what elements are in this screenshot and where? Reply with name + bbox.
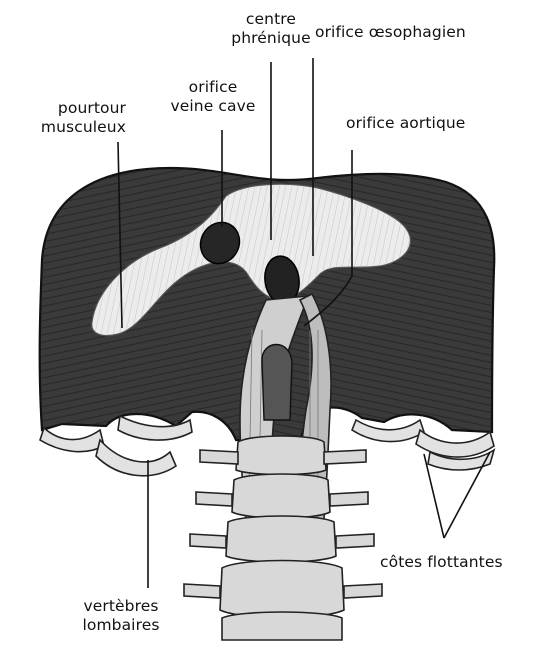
lumbar-vertebrae bbox=[184, 436, 382, 640]
label-orifice-oesophagien-text: orifice œsophagien bbox=[315, 23, 466, 42]
label-orifice-aortique: orifice aortique bbox=[346, 114, 465, 133]
label-orifice-veine-cave: orifice veine cave bbox=[153, 78, 273, 116]
label-vertebres-lombaires-line1: vertèbres bbox=[66, 597, 176, 616]
label-centre-phrenique: centre phrénique bbox=[221, 10, 321, 48]
label-centre-phrenique-line2: phrénique bbox=[221, 29, 321, 48]
label-orifice-veine-cave-line2: veine cave bbox=[153, 97, 273, 116]
label-cotes-flottantes-text: côtes flottantes bbox=[380, 553, 503, 572]
label-centre-phrenique-line1: centre bbox=[221, 10, 321, 29]
label-pourtour-musculeux-line2: musculeux bbox=[4, 118, 126, 137]
label-cotes-flottantes: côtes flottantes bbox=[380, 553, 503, 572]
label-orifice-veine-cave-line1: orifice bbox=[153, 78, 273, 97]
label-pourtour-musculeux-line1: pourtour bbox=[4, 99, 126, 118]
label-orifice-oesophagien: orifice œsophagien bbox=[315, 23, 466, 42]
label-vertebres-lombaires: vertèbres lombaires bbox=[66, 597, 176, 635]
label-orifice-aortique-text: orifice aortique bbox=[346, 114, 465, 133]
label-vertebres-lombaires-line2: lombaires bbox=[66, 616, 176, 635]
aortic-orifice bbox=[262, 345, 292, 421]
label-pourtour-musculeux: pourtour musculeux bbox=[4, 99, 126, 137]
